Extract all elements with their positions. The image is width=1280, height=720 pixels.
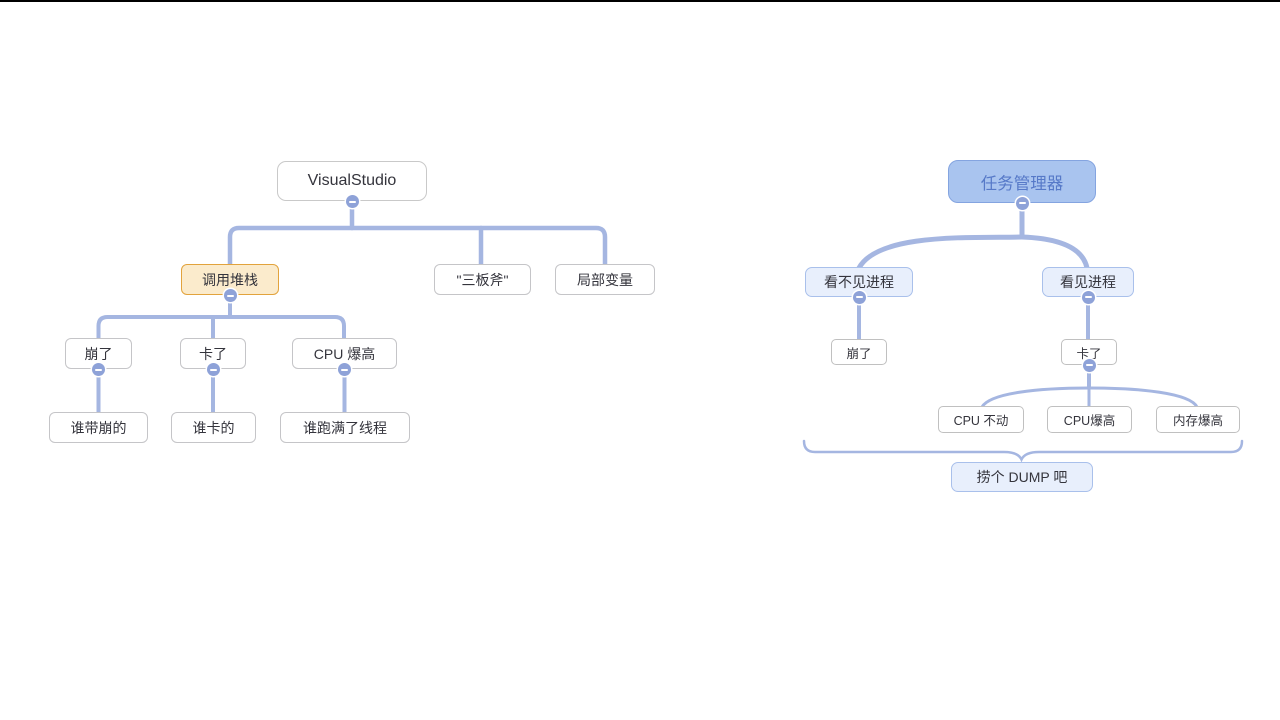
node-crashed-right[interactable]: 崩了 xyxy=(831,339,887,365)
node-cpu-high-right[interactable]: CPU爆高 xyxy=(1047,406,1132,433)
node-invisible-process[interactable]: 看不见进程 xyxy=(805,267,913,297)
summary-brace xyxy=(802,439,1244,463)
node-mem-high[interactable]: 内存爆高 xyxy=(1156,406,1240,433)
node-task-manager[interactable]: 任务管理器 xyxy=(948,160,1096,203)
collapse-minus-icon[interactable] xyxy=(345,195,359,208)
minus-bar xyxy=(855,296,863,298)
node-who-stuck[interactable]: 谁卡的 xyxy=(171,412,256,443)
minus-bar xyxy=(209,368,217,371)
minus-bar xyxy=(226,294,234,297)
minus-bar xyxy=(95,368,102,371)
minus-bar xyxy=(1085,364,1093,366)
collapse-minus-icon[interactable] xyxy=(223,289,237,302)
minus-bar xyxy=(1084,296,1092,298)
connector-right-root-right-curve xyxy=(1019,234,1090,271)
node-summary-dump[interactable]: 捞个 DUMP 吧 xyxy=(951,462,1093,492)
minus-bar xyxy=(1018,202,1026,204)
collapse-minus-icon[interactable] xyxy=(92,363,105,376)
collapse-minus-icon[interactable] xyxy=(338,363,351,376)
connector-stuckR-right-curve xyxy=(1087,386,1199,409)
connector-right-root-left-curve xyxy=(856,234,1025,271)
node-three-axes[interactable]: "三板斧" xyxy=(434,264,531,295)
minus-bar xyxy=(341,368,348,371)
collapse-minus-icon[interactable] xyxy=(206,363,220,376)
node-visualstudio[interactable]: VisualStudio xyxy=(277,161,427,201)
node-who-crashed[interactable]: 谁带崩的 xyxy=(49,412,148,443)
collapse-minus-icon[interactable] xyxy=(1081,290,1095,304)
connector-stuckR-left-curve xyxy=(980,386,1091,409)
connector-left-level2 xyxy=(96,315,346,341)
node-who-filled-threads[interactable]: 谁跑满了线程 xyxy=(280,412,410,443)
node-cpu-idle[interactable]: CPU 不动 xyxy=(938,406,1024,433)
collapse-minus-icon[interactable] xyxy=(852,290,866,304)
connector-left-level1 xyxy=(227,225,608,268)
collapse-minus-icon[interactable] xyxy=(1015,196,1029,210)
minus-bar xyxy=(348,200,356,203)
window-top-edge xyxy=(0,0,1280,2)
node-local-vars[interactable]: 局部变量 xyxy=(555,264,655,295)
collapse-minus-icon[interactable] xyxy=(1082,358,1096,372)
